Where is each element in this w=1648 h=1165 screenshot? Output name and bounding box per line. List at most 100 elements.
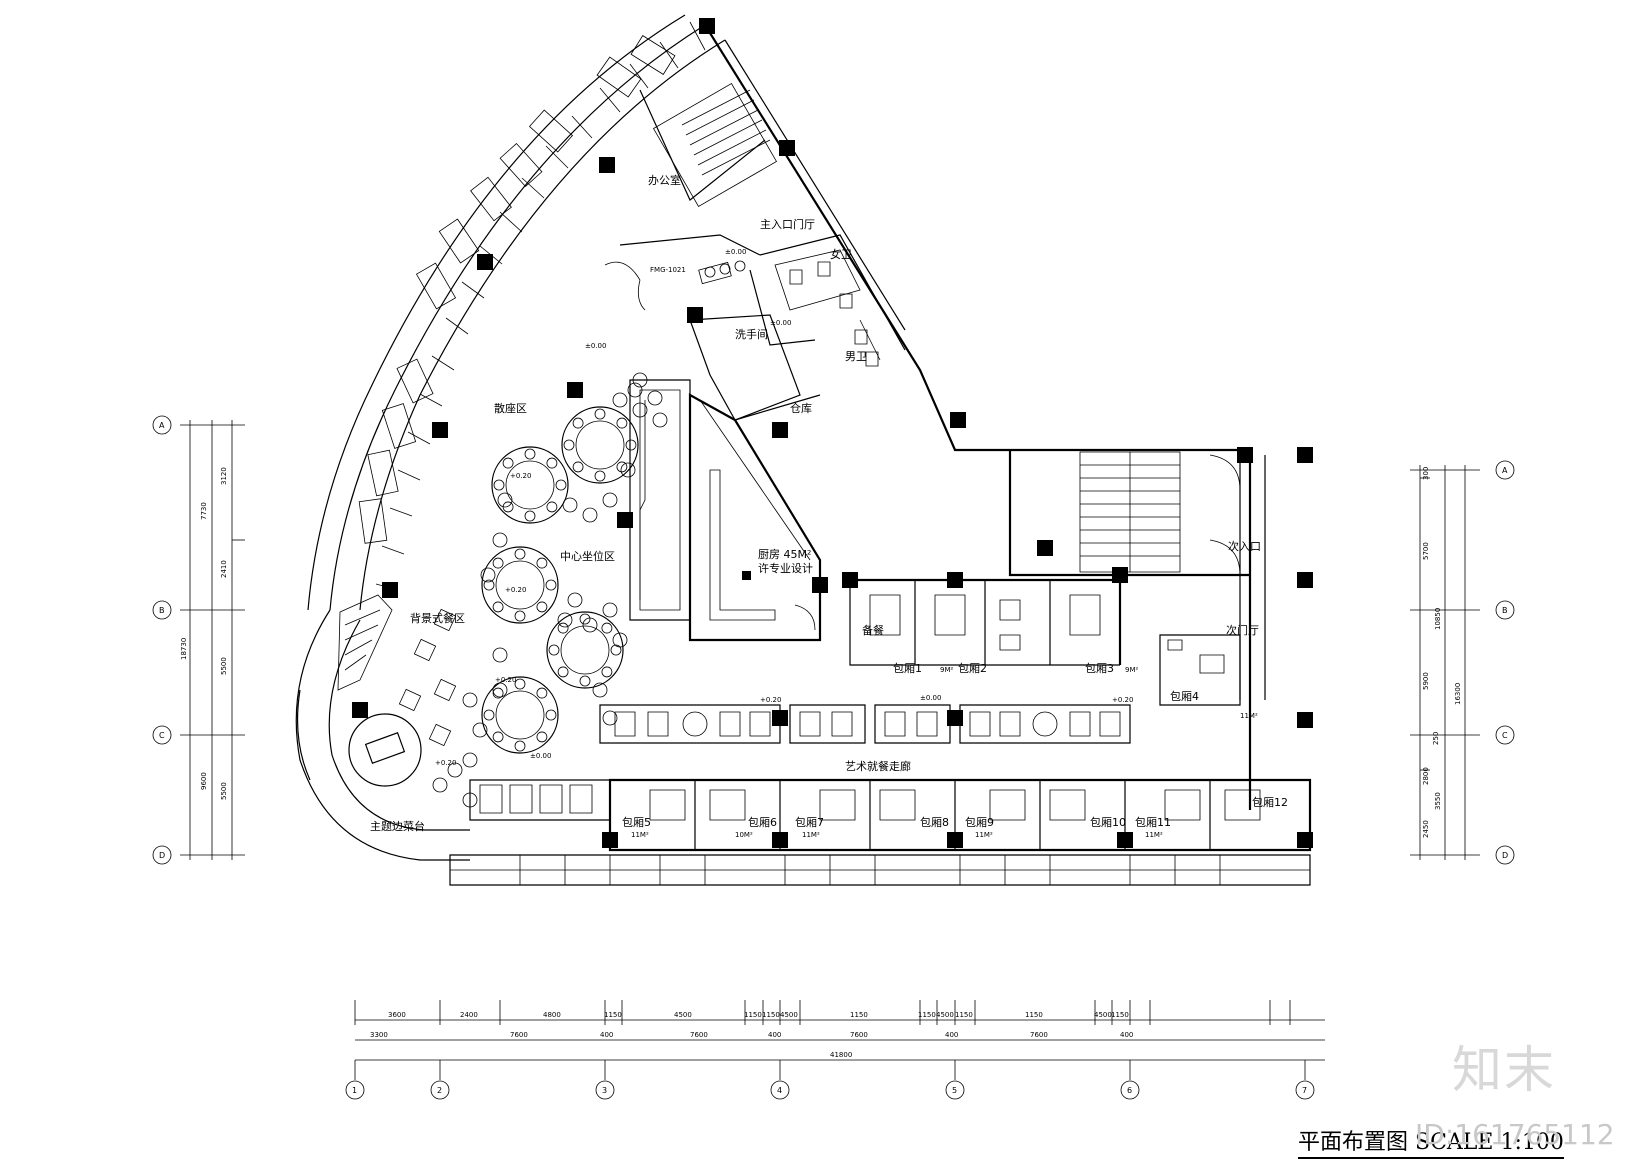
- level-lobby: ±0.00: [725, 248, 746, 256]
- lounge-chair: [414, 639, 435, 660]
- plant: [633, 373, 647, 387]
- dim-bottom-row2: 7600: [690, 1031, 708, 1039]
- dim-bottom-row1: 1150: [762, 1011, 780, 1019]
- column: [1237, 447, 1253, 463]
- round-table: [492, 447, 568, 523]
- round-table: [562, 407, 638, 483]
- column: [602, 832, 618, 848]
- plant: [633, 403, 647, 417]
- column: [382, 582, 398, 598]
- dim-right-2800: 2800: [1422, 767, 1430, 785]
- label-private-room-10: 包厢10: [1090, 816, 1126, 829]
- plant: [603, 711, 617, 725]
- column: [599, 157, 615, 173]
- axis-bottom: [1121, 1081, 1139, 1099]
- plant: [481, 568, 495, 582]
- dim-bottom-row2: 400: [945, 1031, 958, 1039]
- dim-right-2450: 2450: [1422, 820, 1430, 838]
- dim-bottom-row1: 1150: [744, 1011, 762, 1019]
- plant: [493, 648, 507, 662]
- plant: [603, 603, 617, 617]
- column: [947, 572, 963, 588]
- axis-bottom: [1296, 1081, 1314, 1099]
- dim-bottom-row1: 3600: [388, 1011, 406, 1019]
- axis-bottom-label: 3: [602, 1086, 607, 1095]
- area-room-4: 11M²: [1240, 712, 1258, 720]
- dim-left-3120: 3120: [220, 467, 228, 485]
- dim-bottom-row1: 2400: [460, 1011, 478, 1019]
- curved-facade: [308, 15, 725, 610]
- room-labels: 办公室 主入口门厅 女卫 男卫 洗手间 仓库 散座区 中心坐位区 背景式餐区 主…: [370, 173, 1288, 839]
- lower-private-rooms: [450, 780, 1310, 885]
- area-room-9: 11M²: [975, 831, 993, 839]
- plant: [653, 413, 667, 427]
- dim-left-5500b: 5500: [220, 782, 228, 800]
- round-table: [482, 677, 558, 753]
- watermark-logo: 知末: [1452, 1041, 1556, 1099]
- column: [842, 572, 858, 588]
- plant: [473, 723, 487, 737]
- dim-bottom-row1: 4800: [543, 1011, 561, 1019]
- dim-bottom-row1: 1150: [850, 1011, 868, 1019]
- column: [567, 382, 583, 398]
- axis-left-b: [153, 601, 171, 619]
- axis-right-a: [1496, 461, 1514, 479]
- label-washroom: 洗手间: [735, 327, 768, 341]
- plant: [568, 593, 582, 607]
- axis-left-a-label: A: [159, 421, 165, 430]
- area-room-5: 11M²: [631, 831, 649, 839]
- column: [812, 577, 828, 593]
- label-pantry: 备餐: [862, 623, 884, 637]
- label-second-hall: 次门厅: [1226, 623, 1259, 637]
- dim-bottom-row1: 1150: [955, 1011, 973, 1019]
- label-private-room-1: 包厢1: [893, 662, 922, 675]
- plant: [603, 493, 617, 507]
- label-theme-stage: 主题边菜台: [370, 819, 425, 833]
- level-table-2: +0.20: [505, 586, 526, 594]
- service-walls: [605, 235, 905, 420]
- label-private-room-9: 包厢9: [965, 816, 994, 829]
- left-dimensions: 3120 2410 5500 5500 7730 18730 9600 A B …: [153, 416, 245, 864]
- column: [1297, 832, 1313, 848]
- plant: [613, 393, 627, 407]
- column: [699, 18, 715, 34]
- east-wing: [1010, 450, 1265, 810]
- column: [1112, 567, 1128, 583]
- axis-bottom-label: 5: [952, 1086, 957, 1095]
- lounge-chair: [429, 724, 450, 745]
- upper-private-rooms: [850, 580, 1120, 665]
- label-main-lobby: 主入口门厅: [760, 217, 815, 231]
- label-private-room-8: 包厢8: [920, 816, 949, 829]
- dim-bottom-row2: 400: [1120, 1031, 1133, 1039]
- dim-bottom-row1: 4500: [674, 1011, 692, 1019]
- level-scatter: ±0.00: [585, 342, 606, 350]
- axis-right-b: [1496, 601, 1514, 619]
- column: [1297, 572, 1313, 588]
- watermark-id: ID:161765112: [1415, 1118, 1615, 1151]
- column: [477, 254, 493, 270]
- label-scatter-seating: 散座区: [494, 401, 527, 415]
- level-stage: +0.20: [435, 759, 456, 767]
- dim-right-16300: 16300: [1454, 683, 1462, 705]
- label-private-room-7: 包厢7: [795, 816, 824, 829]
- axis-bottom-label: 6: [1127, 1086, 1132, 1095]
- column: [1297, 447, 1313, 463]
- area-room-11: 11M²: [1145, 831, 1163, 839]
- column: [1117, 832, 1133, 848]
- plant: [583, 508, 597, 522]
- area-room-3: 9M²: [1125, 666, 1138, 674]
- label-center-seating: 中心坐位区: [560, 549, 615, 563]
- right-dimensions: 300 5700 5900 250 2800 2450 16300 10850 …: [1410, 461, 1514, 864]
- level-table-3: +0.20: [495, 676, 516, 684]
- label-private-room-11: 包厢11: [1135, 816, 1171, 829]
- label-private-room-3: 包厢3: [1085, 662, 1114, 675]
- column: [352, 702, 368, 718]
- label-backdrop-area: 背景式餐区: [410, 611, 465, 625]
- dim-right-5900: 5900: [1422, 672, 1430, 690]
- axis-left-d-label: D: [159, 851, 165, 860]
- axis-bottom: [346, 1081, 364, 1099]
- column: [772, 710, 788, 726]
- axis-right-d-label: D: [1502, 851, 1508, 860]
- column: [772, 422, 788, 438]
- dim-bottom-row2: 400: [600, 1031, 613, 1039]
